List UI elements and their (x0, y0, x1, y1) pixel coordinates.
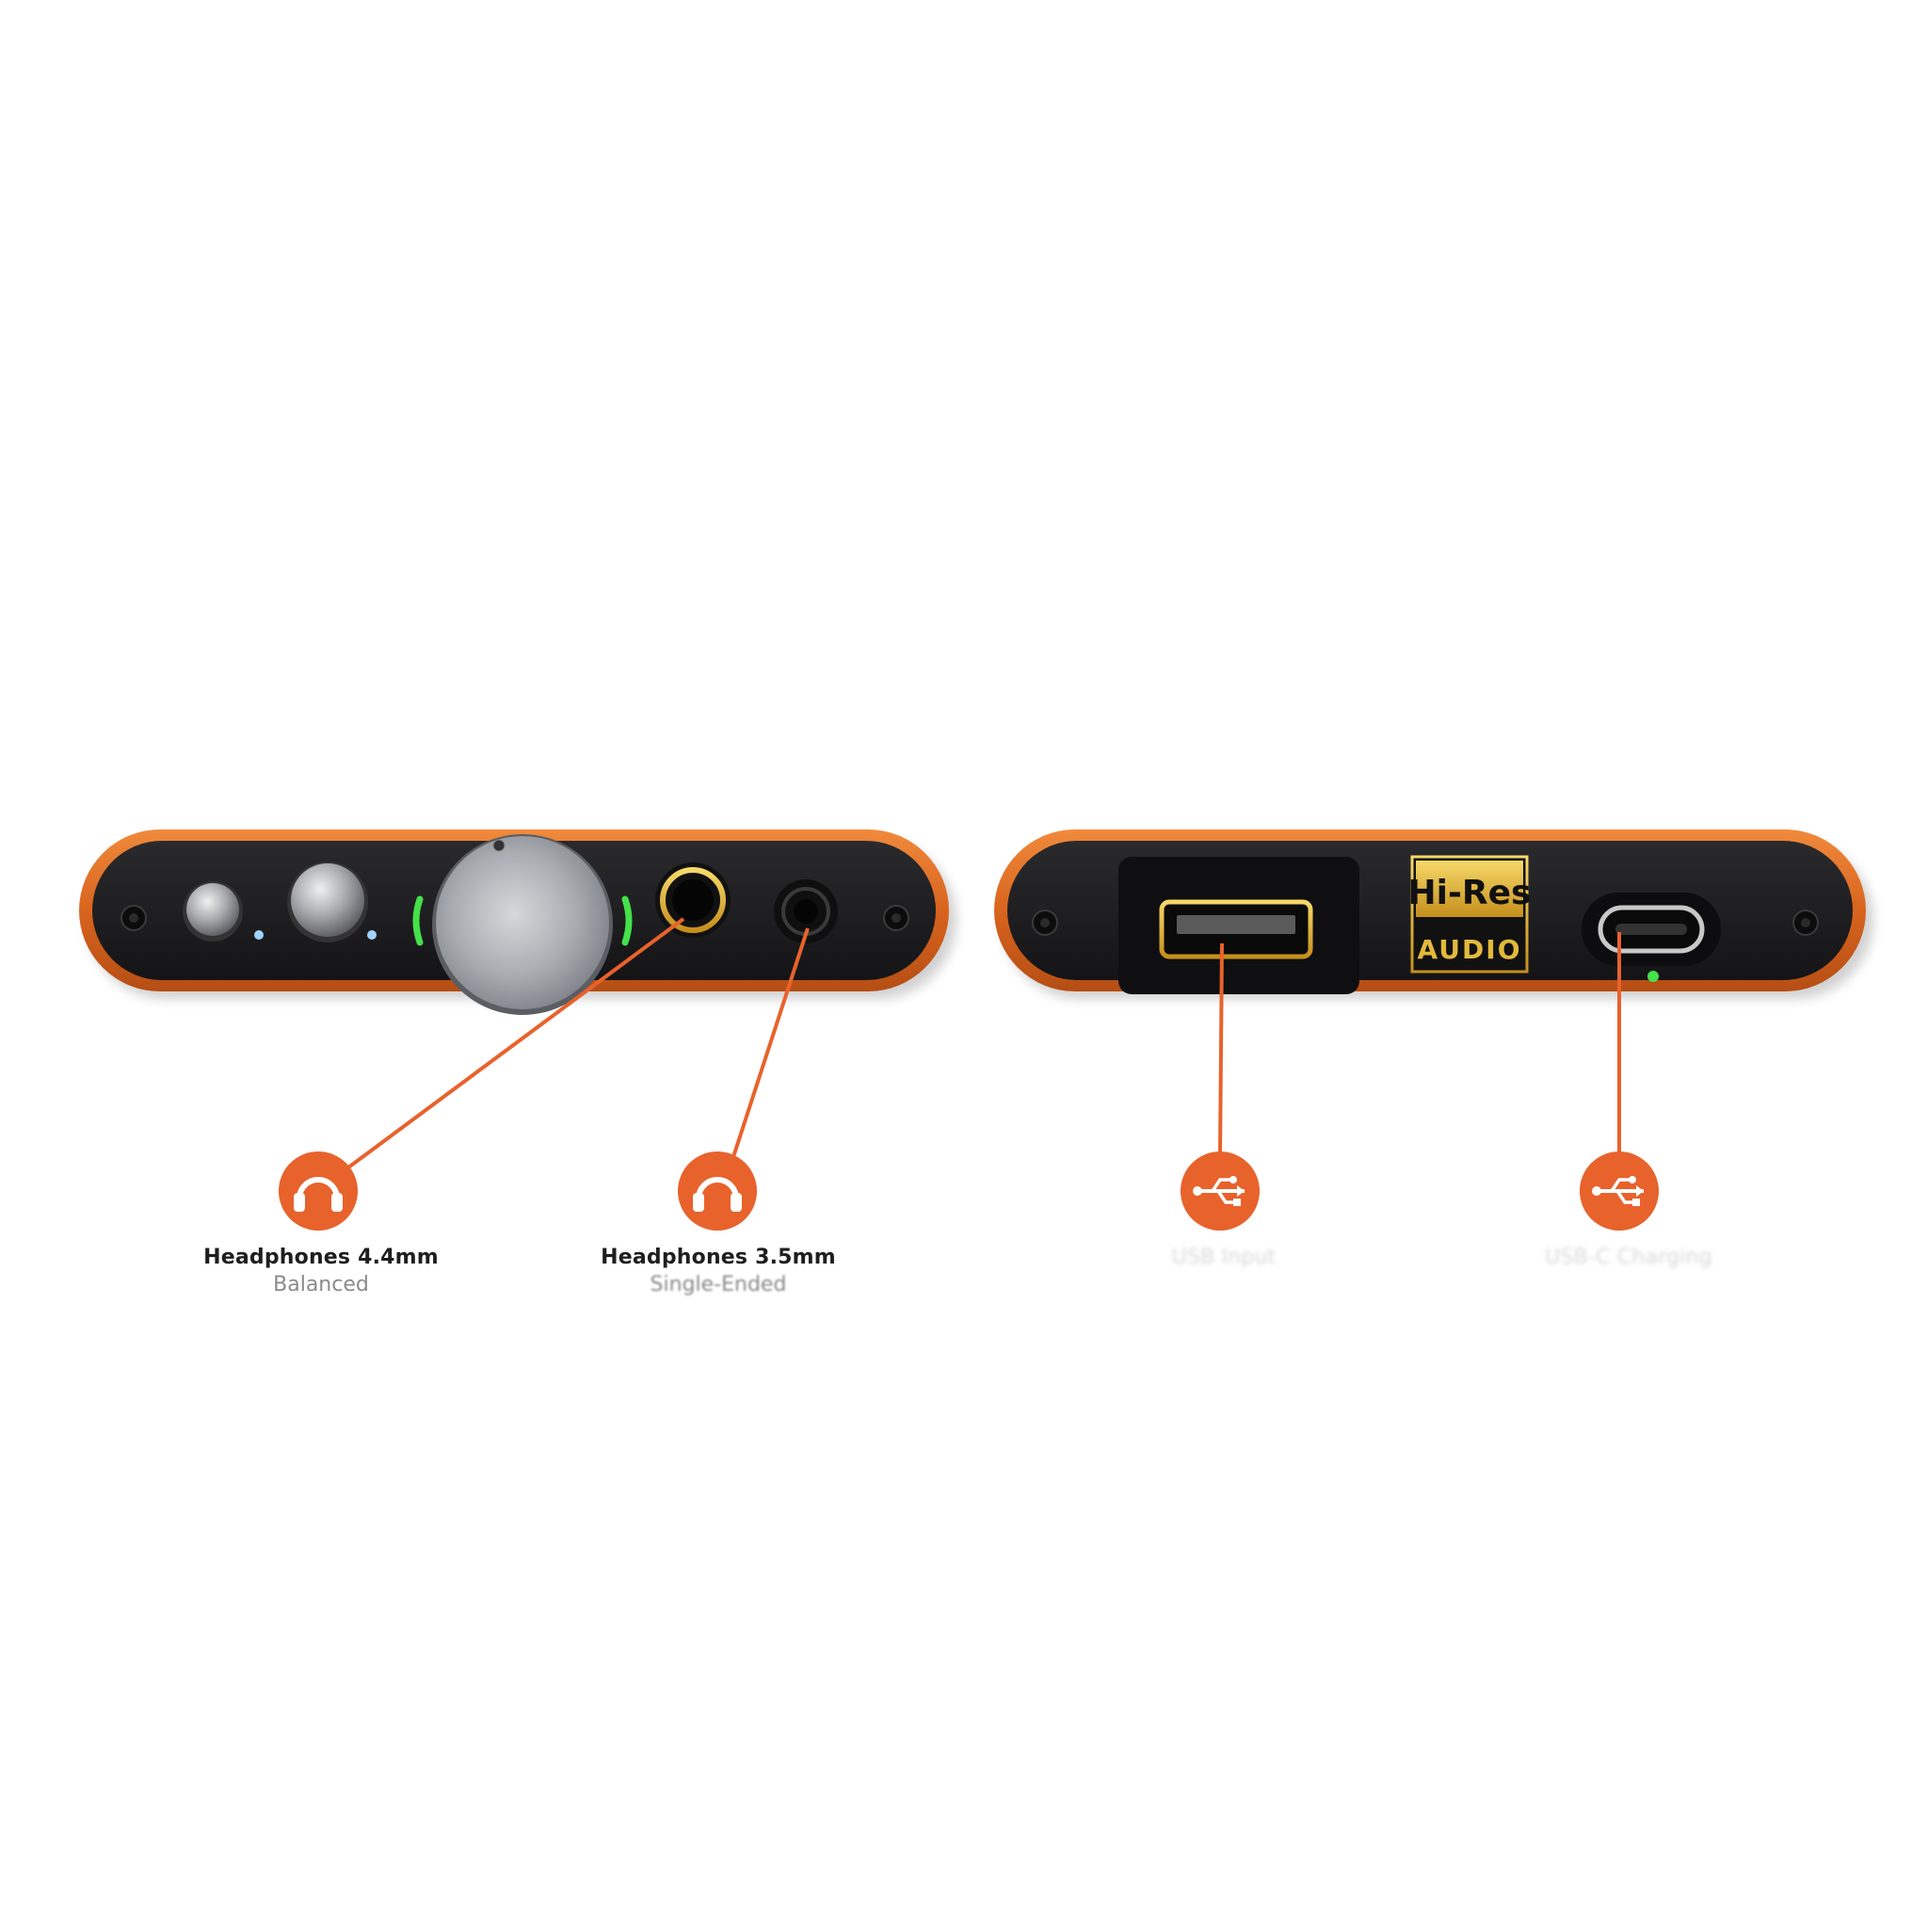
screw-right (883, 905, 909, 931)
label-subtitle: Single-Ended (650, 1273, 787, 1296)
headphones-icon (279, 1151, 358, 1231)
screw-left (120, 905, 147, 931)
front-panel (79, 829, 956, 1015)
screw-left (1032, 910, 1058, 936)
usb-icon (1580, 1151, 1659, 1231)
volume-knob[interactable] (432, 834, 613, 1015)
label-subtitle: Balanced (273, 1273, 369, 1296)
label-title: Headphones 4.4mm (203, 1246, 439, 1269)
volume-led-right (621, 895, 633, 946)
small-button-1[interactable] (183, 881, 243, 942)
rear-panel: Hi-Res AUDIO (994, 829, 1873, 999)
label-headphones-4-4mm: Headphones 4.4mm Balanced (203, 1246, 439, 1296)
callout-line-usb-input (1218, 942, 1224, 1157)
callout-line-3-5mm (729, 927, 810, 1167)
usb-icon (1181, 1151, 1260, 1231)
charge-led-green (1647, 971, 1659, 982)
hi-res-audio-badge: Hi-Res AUDIO (1408, 855, 1532, 974)
callout-line-4-4mm (346, 917, 685, 1169)
label-title: USB-C Charging (1545, 1246, 1712, 1269)
label-usb-input: USB Input (1111, 1246, 1337, 1273)
usb-a-port[interactable] (1159, 899, 1313, 959)
headphones-icon (678, 1151, 757, 1231)
label-usb-c: USB-C Charging (1506, 1246, 1751, 1273)
badge-line1: Hi-Res (1408, 874, 1532, 912)
status-led-blue (367, 930, 377, 940)
label-title: Headphones 3.5mm (601, 1246, 836, 1269)
label-headphones-3-5mm: Headphones 3.5mm Single-Ended (601, 1246, 836, 1296)
label-title: USB Input (1171, 1246, 1277, 1269)
screw-right (1792, 910, 1819, 936)
status-led-blue (254, 930, 264, 940)
small-button-2[interactable] (287, 861, 368, 942)
callout-lines (346, 917, 1621, 1169)
volume-led-left (412, 895, 424, 946)
badge-line2: AUDIO (1417, 934, 1521, 965)
jack-4-4mm[interactable] (655, 862, 731, 938)
usb-c-port[interactable] (1598, 905, 1705, 954)
